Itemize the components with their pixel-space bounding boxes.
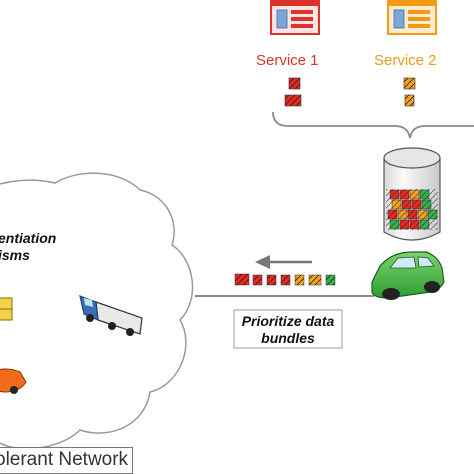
prioritize-box — [233, 309, 343, 349]
green-car-icon — [371, 251, 445, 300]
outgoing-bundles — [234, 273, 336, 286]
service-window-icon — [270, 0, 320, 35]
truck-icon — [79, 295, 143, 336]
service-window-icon — [387, 0, 437, 35]
cloud-caption: entiation isms — [0, 230, 57, 263]
database-cylinder-icon — [383, 147, 441, 241]
network-name-label: olerant Network — [0, 447, 134, 474]
service-2-label: Service 2 — [374, 52, 437, 69]
services-brace — [272, 111, 474, 139]
service-2-bundles — [403, 77, 416, 107]
service-1-bundles — [284, 77, 302, 107]
stored-bundles — [386, 189, 438, 230]
left-arrow-icon — [255, 255, 312, 269]
car-icon — [0, 368, 27, 394]
package-icon — [0, 297, 13, 321]
service-1-label: Service 1 — [256, 52, 319, 69]
prioritize-label: Prioritize data bundles — [241, 313, 335, 346]
